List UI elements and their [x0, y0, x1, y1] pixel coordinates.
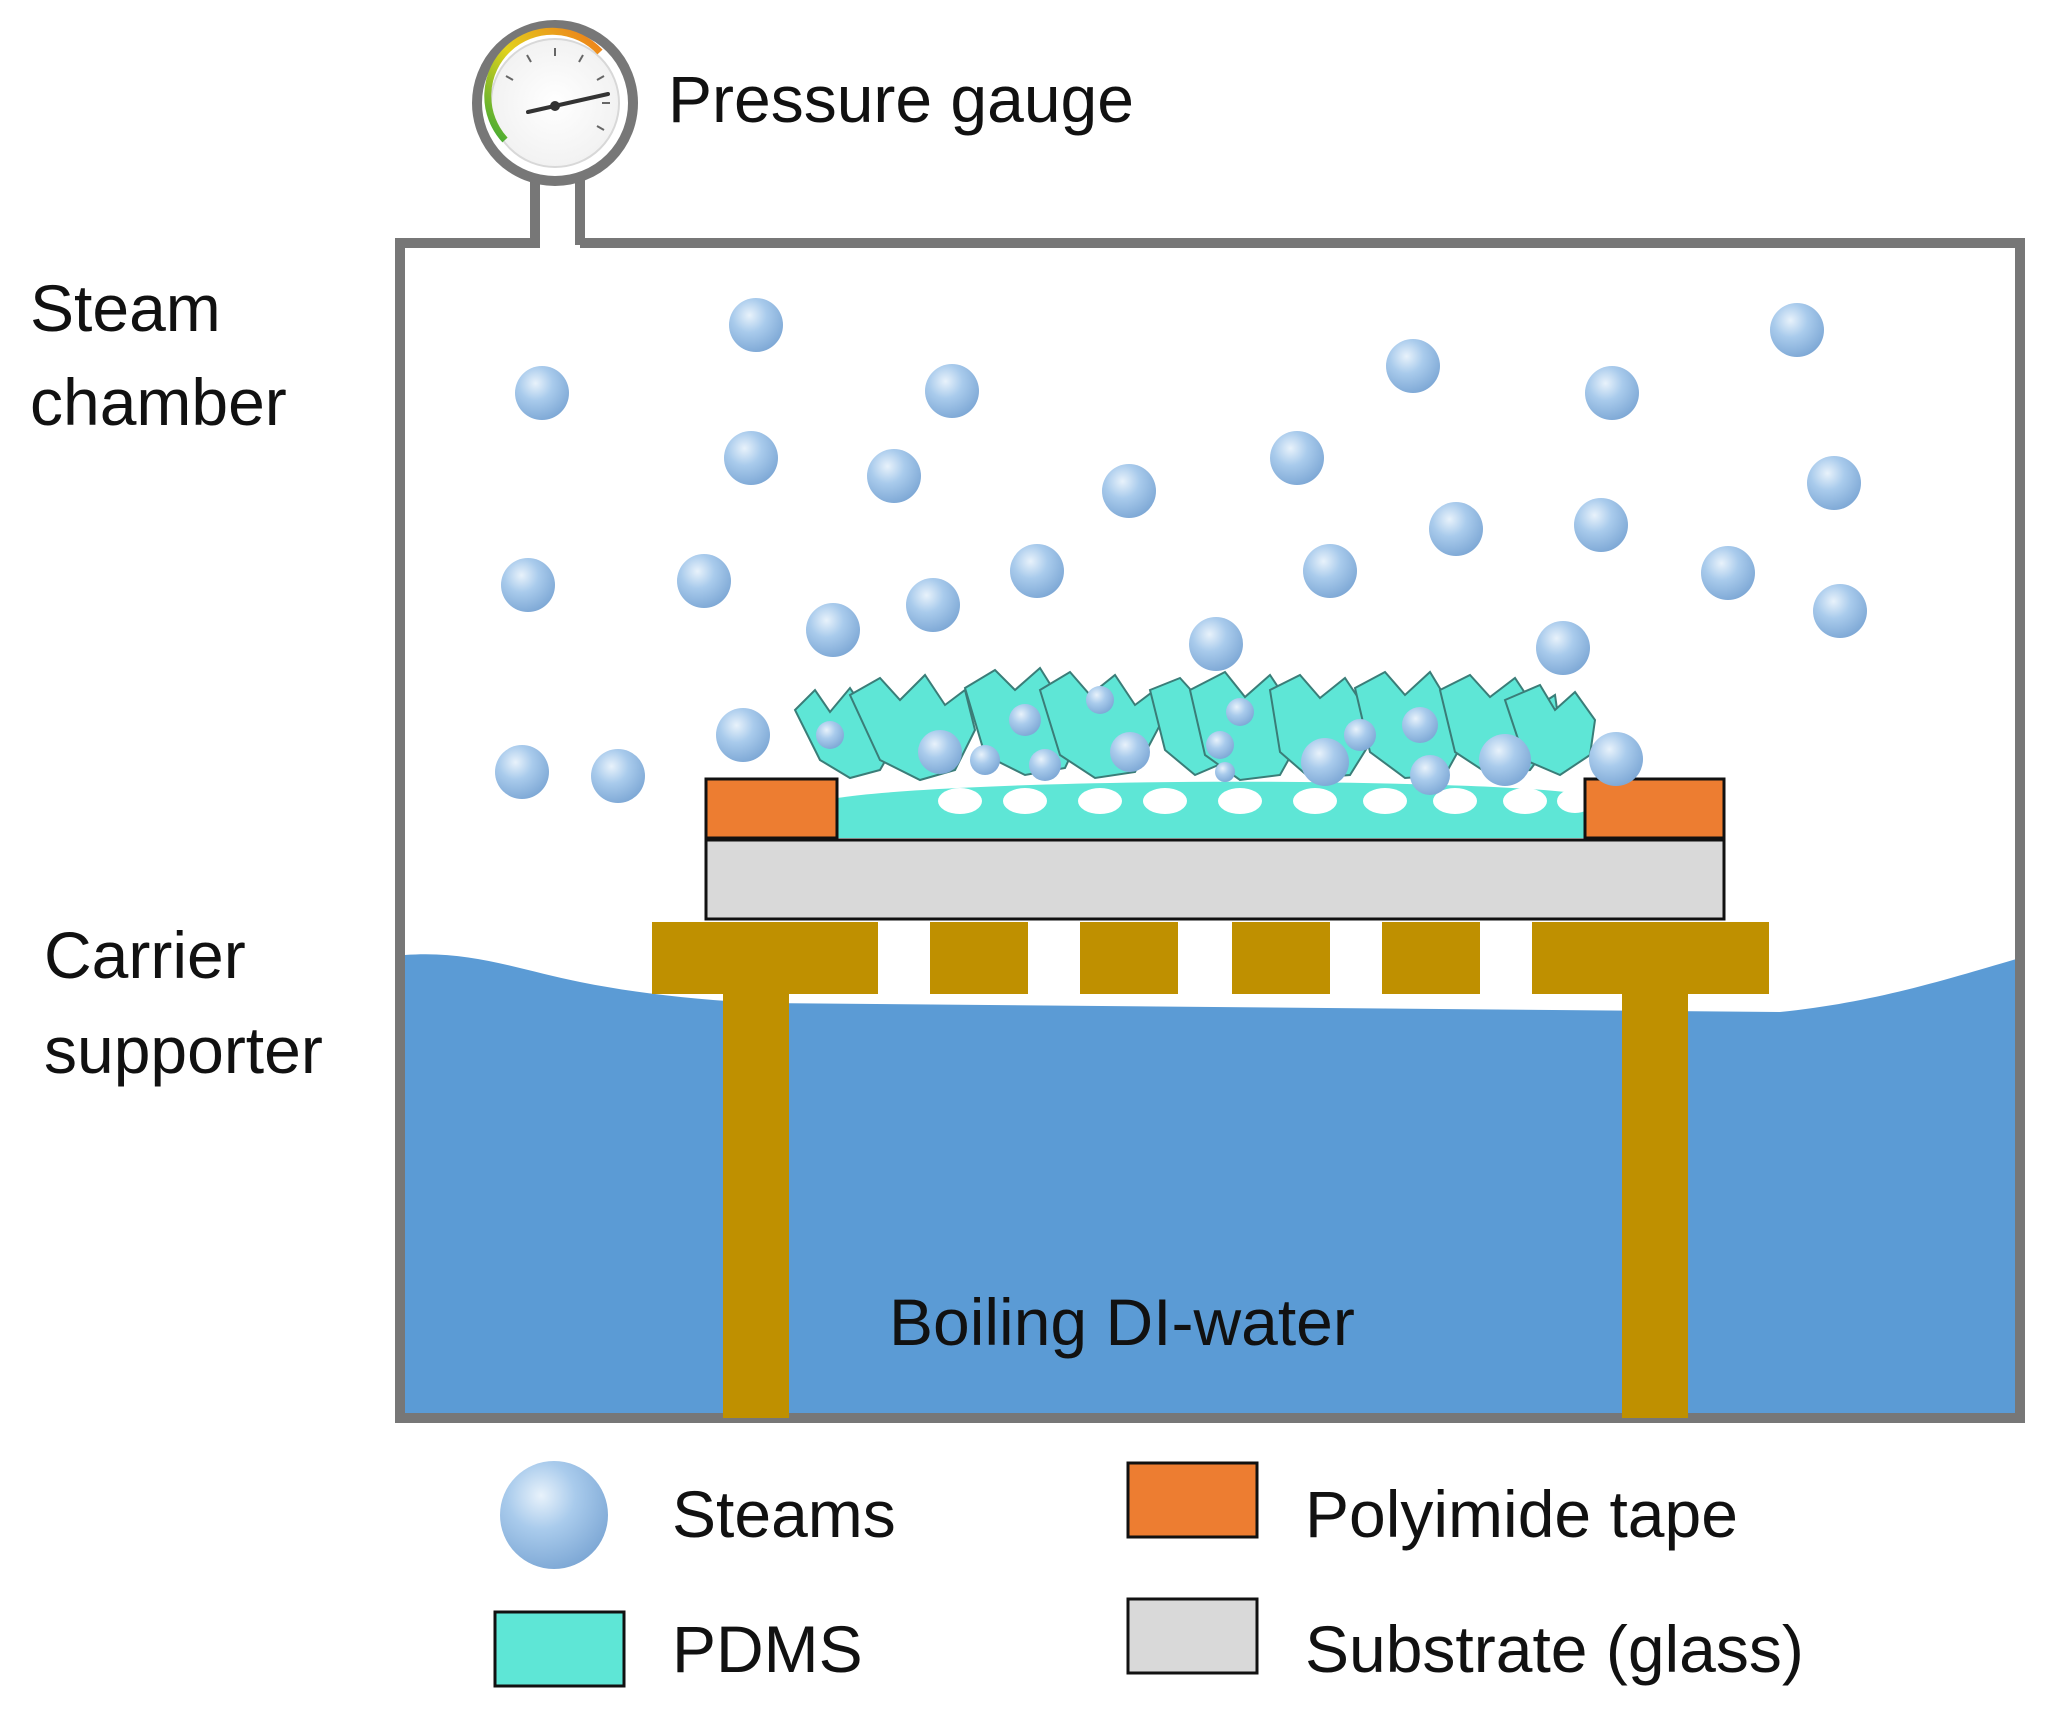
legend-polyimide-swatch: [1126, 1461, 1259, 1539]
steam-chamber-label-line1: Steam: [30, 271, 221, 345]
steam-droplets-on-pdms: [816, 686, 1531, 795]
carrier-leg-left: [723, 990, 789, 1418]
legend-substrate-swatch: [1126, 1597, 1259, 1675]
legend: Steams PDMS Polyimide tape Substrate (gl…: [493, 1461, 1804, 1688]
polyimide-tape-right: [1583, 777, 1726, 840]
carrier-leg-right: [1622, 990, 1688, 1418]
steam-chamber-outline: [395, 238, 2025, 1423]
legend-steams-label: Steams: [672, 1477, 896, 1551]
pressure-gauge-icon: [472, 20, 638, 186]
legend-steam-icon: [500, 1461, 608, 1569]
steam-chamber-label-line2: chamber: [30, 365, 287, 439]
legend-substrate-label: Substrate (glass): [1305, 1612, 1804, 1686]
pdms-pores: [938, 788, 1593, 814]
legend-pdms-swatch: [493, 1610, 626, 1688]
legend-polyimide-label: Polyimide tape: [1305, 1477, 1738, 1551]
carrier-supporter: [652, 922, 1769, 994]
pressure-gauge-label: Pressure gauge: [668, 62, 1134, 136]
legend-pdms-label: PDMS: [672, 1612, 863, 1686]
pdms-flakes: [793, 666, 1597, 782]
carrier-supporter-label-line2: supporter: [44, 1013, 323, 1087]
substrate-glass: [704, 838, 1726, 921]
steam-droplets: [495, 298, 1867, 803]
boiling-water-label: Boiling DI-water: [889, 1285, 1355, 1359]
carrier-supporter-label-line1: Carrier: [44, 918, 246, 992]
polyimide-tape-left: [704, 777, 839, 840]
boiling-water: [405, 954, 2020, 1418]
